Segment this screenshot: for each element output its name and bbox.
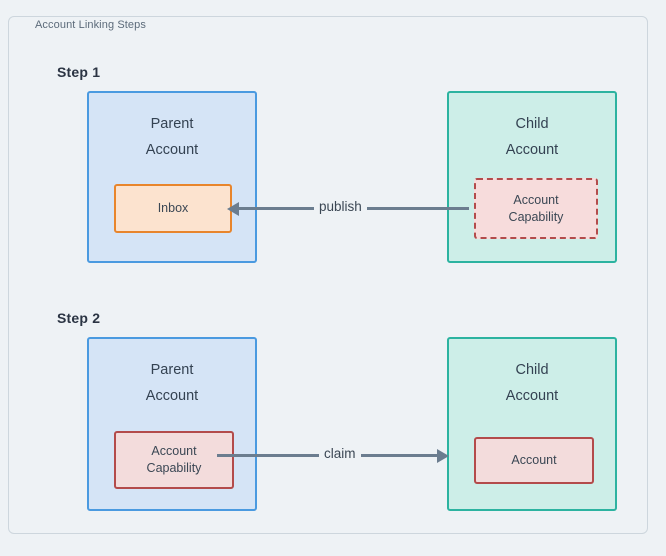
step-2-arrow-label: claim	[319, 446, 361, 462]
step-2-account-capability-box: Account Capability	[114, 431, 234, 489]
step-1-parent-account-title: Parent Account	[145, 116, 199, 158]
diagram-frame: Account Linking Steps Step 1 Parent Acco…	[8, 16, 648, 534]
step-2-parent-account-title: Parent Account	[145, 362, 199, 404]
step-1-arrow-head-icon	[227, 202, 239, 216]
diagram-legend: Account Linking Steps	[31, 19, 150, 32]
step-2-account-box: Account	[474, 437, 594, 484]
step-1-child-account-title: Child Account	[505, 116, 559, 158]
step-1-parent-account-box: Parent Account Inbox	[87, 91, 257, 263]
step-2-parent-account-box: Parent Account Account Capability	[87, 337, 257, 511]
step-2-child-account-title: Child Account	[505, 362, 559, 404]
step-1-label: Step 1	[57, 64, 101, 80]
step-2-child-account-box: Child Account Account	[447, 337, 617, 511]
step-1-arrow-label: publish	[314, 199, 367, 215]
step-1-inbox-box: Inbox	[114, 184, 232, 233]
step-1-child-account-box: Child Account Account Capability	[447, 91, 617, 263]
step-2-label: Step 2	[57, 310, 101, 326]
step-2-arrow-head-icon	[437, 449, 449, 463]
step-1-account-capability-box: Account Capability	[474, 178, 598, 239]
